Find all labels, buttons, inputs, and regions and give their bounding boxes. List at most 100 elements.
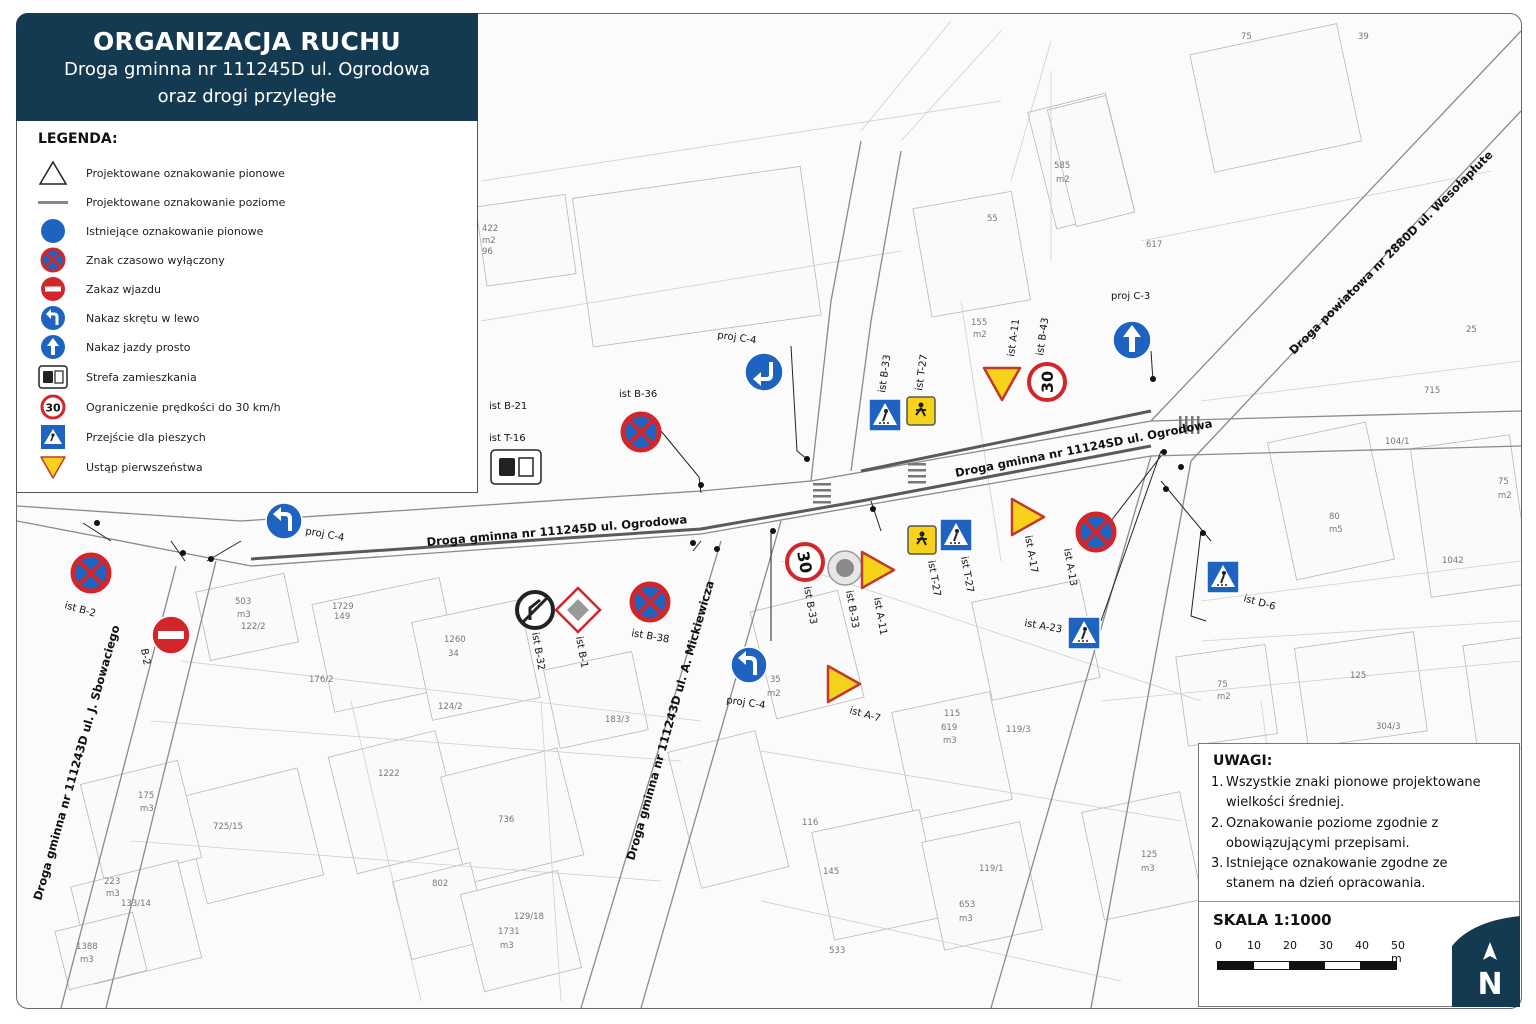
- svg-text:m2: m2: [767, 689, 781, 699]
- svg-text:ist B-33: ist B-33: [877, 354, 893, 393]
- svg-text:ist A-7: ist A-7: [848, 705, 881, 724]
- straight-ahead-icon: [1112, 320, 1152, 360]
- pedestrian-crossing-icon: [939, 518, 973, 552]
- svg-text:75: 75: [1217, 680, 1228, 690]
- turn-left-icon: [729, 645, 769, 685]
- svg-text:ist T-27: ist T-27: [914, 354, 930, 392]
- legend-item: Projektowane oznakowanie poziome: [37, 188, 285, 216]
- no-stopping-icon: [1078, 514, 1114, 550]
- svg-text:533: 533: [829, 946, 845, 956]
- arrow-up-icon: [1483, 942, 1497, 960]
- legend-item: Ustąp pierwszeństwa: [37, 453, 203, 481]
- svg-text:125: 125: [1141, 850, 1157, 860]
- svg-text:ist B-1: ist B-1: [573, 636, 589, 669]
- legend-item: Istniejące oznakowanie pionowe: [37, 217, 263, 245]
- svg-text:34: 34: [448, 649, 459, 659]
- svg-text:ist B-38: ist B-38: [630, 628, 670, 645]
- north-arrow: N: [1452, 916, 1520, 1007]
- map-canvas: 75 39 585 m2 617 55 155 m2 25 715 104/1 …: [17, 20, 1521, 1008]
- svg-text:m3: m3: [80, 955, 94, 965]
- no-entry-icon: [37, 275, 69, 303]
- legend-item: Zakaz wjazdu: [37, 275, 161, 303]
- yield-icon: [37, 453, 69, 481]
- speed-value: 30: [1038, 371, 1057, 393]
- scale-tick-labels: 0 10 20 30 40 50 m: [1215, 939, 1405, 965]
- page-subtitle-line1: Droga gminna nr 111245D ul. Ogrodowa: [63, 59, 431, 80]
- page-subtitle-line2: oraz drogi przyległe: [157, 86, 337, 107]
- legend-item: Strefa zamieszkania: [37, 363, 197, 391]
- outline-triangle-icon: [37, 159, 69, 187]
- svg-text:155: 155: [971, 318, 987, 328]
- svg-text:176/2: 176/2: [309, 675, 334, 685]
- svg-text:m3: m3: [140, 804, 154, 814]
- svg-text:35: 35: [770, 675, 781, 685]
- svg-text:m2: m2: [1056, 175, 1070, 185]
- legend-item: Nakaz skrętu w lewo: [37, 304, 199, 332]
- svg-text:503: 503: [235, 597, 251, 607]
- speed-value: 30: [45, 402, 61, 415]
- svg-text:133/14: 133/14: [121, 899, 151, 909]
- svg-text:1388: 1388: [76, 942, 98, 952]
- svg-text:725/15: 725/15: [213, 822, 243, 832]
- svg-text:75: 75: [1241, 32, 1252, 42]
- turn-left-icon: [37, 304, 69, 332]
- svg-text:304/3: 304/3: [1376, 722, 1401, 732]
- legend-item: Nakaz jazdy prosto: [37, 333, 190, 361]
- svg-text:1222: 1222: [378, 769, 400, 779]
- scale-title: SKALA 1:1000: [1213, 911, 1332, 929]
- svg-text:ist A-11: ist A-11: [1006, 318, 1022, 357]
- svg-text:715: 715: [1424, 386, 1440, 396]
- svg-text:802: 802: [432, 879, 448, 889]
- svg-text:125: 125: [1350, 671, 1366, 681]
- svg-text:145: 145: [823, 867, 839, 877]
- residential-zone-icon: [490, 449, 542, 485]
- svg-text:m3: m3: [106, 889, 120, 899]
- svg-text:ist A-13: ist A-13: [1061, 548, 1078, 587]
- svg-text:619: 619: [941, 723, 957, 733]
- legend-title: LEGENDA:: [38, 131, 118, 147]
- building-outlines: [54, 23, 1521, 993]
- svg-text:ist B-2: ist B-2: [63, 600, 97, 619]
- legend-item: Znak czasowo wyłączony: [37, 246, 225, 274]
- svg-text:122/2: 122/2: [241, 622, 266, 632]
- svg-text:80: 80: [1329, 512, 1340, 522]
- residential-zone-icon: [37, 363, 69, 391]
- north-letter: N: [1477, 967, 1502, 1002]
- pedestrian-crossing-icon: [868, 398, 902, 432]
- svg-text:75: 75: [1498, 477, 1509, 487]
- svg-text:223: 223: [104, 877, 120, 887]
- zebra-crossings: [813, 416, 1200, 504]
- yield-icon: [1010, 497, 1046, 537]
- legend-item: 30 Ograniczenie prędkości do 30 km/h: [37, 393, 281, 421]
- svg-text:617: 617: [1146, 240, 1162, 250]
- no-stopping-icon: [37, 246, 69, 274]
- svg-text:149: 149: [334, 612, 350, 622]
- svg-text:422: 422: [482, 224, 498, 234]
- svg-text:m3: m3: [500, 941, 514, 951]
- svg-text:175: 175: [138, 791, 154, 801]
- parcel-lines: [130, 20, 1521, 1002]
- svg-text:119/1: 119/1: [979, 864, 1004, 874]
- turn-left-icon: [743, 351, 785, 393]
- no-stopping-icon: [632, 584, 668, 620]
- svg-text:m2: m2: [1217, 692, 1231, 702]
- svg-text:m5: m5: [1329, 525, 1343, 535]
- svg-text:ist T-16: ist T-16: [489, 433, 526, 444]
- notes-divider: [1199, 901, 1519, 902]
- speed-value: 30: [793, 549, 816, 574]
- road-label-powiatowa: Droga powiatowa nr 2880D ul. Wesołapłute: [1286, 148, 1496, 358]
- svg-text:ist D-6: ist D-6: [1242, 593, 1277, 613]
- svg-text:736: 736: [498, 815, 514, 825]
- priority-road-icon: [554, 586, 602, 634]
- svg-text:129/18: 129/18: [514, 912, 544, 922]
- no-entry-icon: [151, 615, 191, 655]
- note-item: 3.Istniejące oznakowanie zgodne ze stane…: [1211, 856, 1448, 891]
- no-stopping-icon: [73, 555, 109, 591]
- legend-panel: LEGENDA: Projektowane oznakowanie pionow…: [16, 121, 478, 493]
- svg-text:183/3: 183/3: [605, 715, 630, 725]
- svg-text:1260: 1260: [444, 635, 466, 645]
- svg-text:ist A-17: ist A-17: [1022, 535, 1039, 574]
- gray-line-icon: [37, 188, 69, 216]
- svg-text:m3: m3: [959, 914, 973, 924]
- svg-text:1731: 1731: [498, 927, 520, 937]
